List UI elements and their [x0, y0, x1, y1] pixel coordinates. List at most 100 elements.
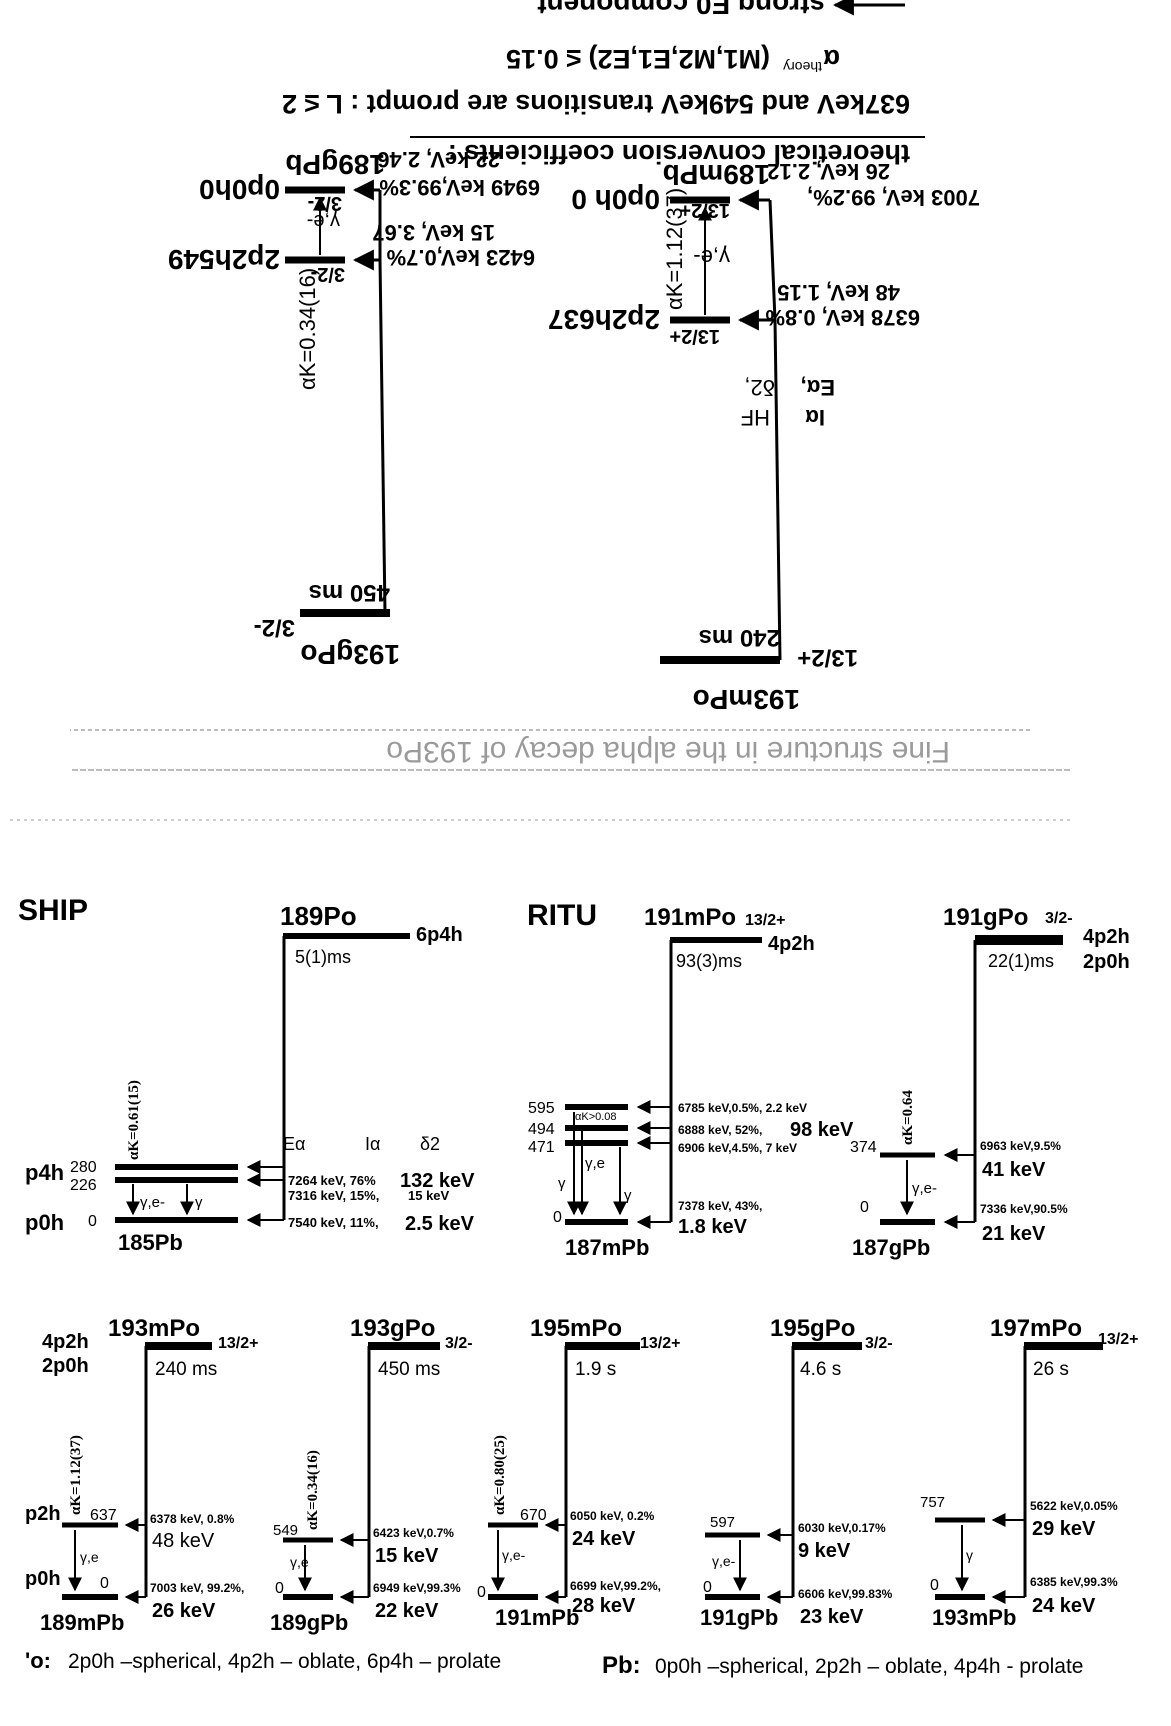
ritu-e494: 494	[528, 1121, 555, 1138]
c1-band1: p2h	[25, 1503, 61, 1525]
c1-bhi: 6378 keV, 0.8%	[150, 1512, 235, 1526]
c2-b0: 6949 keV,99.3%	[373, 1581, 461, 1595]
c1-half: 240 ms	[155, 1359, 217, 1380]
po191g-config1: 4p2h	[1083, 926, 1130, 948]
ship-label: SHIP	[18, 894, 88, 927]
ritu-spin: 13/2+	[745, 912, 785, 929]
c4-bhi: 6030 keV,0.17%	[798, 1521, 886, 1535]
c5-e757: 757	[920, 1494, 945, 1511]
spin-193mpo: 13/2+	[797, 644, 858, 671]
footer-po-label: 'o:	[25, 1648, 51, 1673]
connector-193mpo	[768, 199, 777, 321]
header-block: strong E0 component α theory (M1,M2,E1,E…	[282, 0, 925, 169]
po191g-daughter: 187gPb	[852, 1235, 930, 1260]
row3-scheme-195mpo: 195mPo 13/2+ 1.9 s 670 0 γ,e- αK=0.80(25…	[477, 1315, 680, 1630]
c3-e670: 670	[520, 1507, 547, 1524]
coeff-text: theoretical conversion coefficients :	[448, 139, 910, 169]
c1-alpha-k: αK=1.12(37)	[68, 1435, 84, 1515]
ship-gamma-e: γ,e-	[140, 1194, 165, 1211]
c3-bhi: 6050 keV, 0.2%	[570, 1509, 655, 1523]
legend-d: δ2,	[744, 375, 775, 400]
faint-caption: Fine structure in the alpha decay of 193…	[386, 735, 950, 768]
po191g-spin: 3/2-	[1045, 910, 1073, 927]
c2-spin: 3/2-	[445, 1335, 473, 1352]
ship-col-i: Iα	[365, 1134, 380, 1154]
po191g-scheme: 191gPo 3/2- 22(1)ms 4p2h 2p0h 374 0 γ,e-…	[850, 904, 1130, 1260]
daughter-189gpb: 189gPb	[285, 149, 385, 180]
alpha-k-637: αK=1.12(37)	[662, 188, 687, 310]
legend-i: Iα	[805, 405, 825, 430]
daughter-189mpb: 189mPb	[663, 159, 770, 190]
l0-branch-right: 7003 keV, 99.2%,	[807, 185, 980, 210]
c5-b0: 6385 keV,99.3%	[1030, 1575, 1118, 1589]
ship-e226: 226	[70, 1177, 97, 1194]
ship-half: 5(1)ms	[295, 947, 351, 967]
c2-alpha-k: αK=0.34(16)	[305, 1450, 321, 1530]
c1-band0: p0h	[25, 1568, 61, 1590]
alpha-theory-symbol: α	[823, 44, 840, 74]
l1-hf-left: 15 keV, 3.67	[372, 220, 495, 245]
c2-parent: 193gPo	[350, 1315, 435, 1342]
row3-scheme-195gpo: 195gPo 3/2- 4.6 s 597 0 γ,e- 6030 keV,0.…	[700, 1315, 893, 1630]
upper-scheme-193mpo: 193mPo 13/2+ 240 ms γ,e- 2p2h637 0p0h 0 …	[548, 159, 980, 715]
ship-band-p4h: p4h	[25, 1160, 64, 1185]
ritu-b0: 7378 keV, 43%,	[678, 1199, 762, 1213]
c1-e0: 0	[100, 1575, 109, 1592]
po191g-b374: 6963 keV,9.5%	[980, 1139, 1061, 1153]
ritu-scheme: RITU 191mPo 13/2+ 93(3)ms 4p2h 595 494 4…	[527, 899, 854, 1260]
e0-text: strong E0 component	[537, 0, 825, 20]
po191g-gamma-e: γ,e-	[912, 1180, 937, 1197]
ritu-b471: 6906 keV,4.5%, 7 keV	[678, 1141, 797, 1155]
ritu-gamma-right: γ	[624, 1187, 632, 1204]
c4-spin: 3/2-	[865, 1335, 893, 1352]
ship-band-p0h: p0h	[25, 1210, 64, 1235]
c1-e637: 637	[90, 1507, 117, 1524]
c3-spin: 13/2+	[640, 1335, 680, 1352]
c4-gamma: γ,e-	[712, 1553, 736, 1569]
c3-half: 1.9 s	[575, 1359, 616, 1380]
c3-dhi: 24 keV	[572, 1528, 636, 1550]
ritu-parent: 191mPo	[644, 904, 736, 931]
c1-d0: 26 keV	[152, 1600, 216, 1622]
po191g-parent: 191gPo	[943, 904, 1028, 931]
parent-193gpo: 193gPo	[300, 639, 400, 670]
ship-gamma: γ	[195, 1194, 203, 1211]
daughter-half-left: 22 keV, 2.46	[377, 147, 500, 172]
l0-name-right: 0p0h 0	[571, 184, 660, 215]
c4-parent: 195gPo	[770, 1315, 855, 1342]
ritu-gamma-left: γ	[558, 1175, 566, 1192]
alpha-line-193gpo	[378, 259, 387, 614]
half-193gpo: 450 ms	[309, 579, 390, 606]
footer-po-text: 2p0h –spherical, 4p2h – oblate, 6p4h – p…	[68, 1650, 501, 1673]
alpha-k-549: αK=0.34(16)	[295, 268, 320, 390]
l1-name-right: 2p2h637	[548, 304, 660, 335]
c3-parent: 195mPo	[530, 1315, 622, 1342]
c2-e0: 0	[275, 1580, 284, 1597]
c2-d0: 22 keV	[375, 1600, 439, 1622]
po191g-b0: 7336 keV,90.5%	[980, 1202, 1068, 1216]
ritu-b595: 6785 keV,0.5%, 2.2 keV	[678, 1101, 807, 1115]
ship-daughter: 185Pb	[118, 1230, 183, 1255]
po191g-e0: 0	[860, 1199, 869, 1216]
footer-legend: 'o: 2p0h –spherical, 4p2h – oblate, 6p4h…	[25, 1648, 1083, 1679]
ship-b0: 7540 keV, 11%,	[288, 1215, 379, 1230]
spin-193gpo: 3/2-	[254, 614, 295, 641]
c4-d0: 23 keV	[800, 1606, 864, 1628]
ship-d0: 2.5 keV	[405, 1213, 475, 1235]
ship-e280: 280	[70, 1159, 97, 1176]
upper-scheme-193gpo: 193gPo 3/2- 450 ms γ,e- 2p2h549 0p0h0 3/…	[168, 147, 540, 670]
ship-scheme: SHIP 189Po 6p4h 5(1)ms Eα Iα δ2 280 226 …	[18, 894, 475, 1255]
gamma-637-label: γ,e-	[693, 245, 730, 270]
ship-b226: 7316 keV, 15%,	[288, 1188, 379, 1203]
row3-scheme-197mpo: 197mPo 13/2+ 26 s 757 0 γ 5622 keV,0.05%…	[920, 1315, 1138, 1630]
alpha-line-193mpo	[773, 319, 782, 661]
ritu-e471: 471	[528, 1139, 555, 1156]
ship-d280: 132 keV	[400, 1170, 475, 1192]
ship-col-d: δ2	[420, 1134, 440, 1154]
c4-half: 4.6 s	[800, 1359, 841, 1380]
po191g-config2: 2p0h	[1083, 951, 1130, 973]
ritu-half: 93(3)ms	[676, 951, 742, 971]
c3-alpha-k: αK=0.80(25)	[492, 1435, 508, 1515]
c1-daughter: 189mPb	[40, 1610, 124, 1635]
